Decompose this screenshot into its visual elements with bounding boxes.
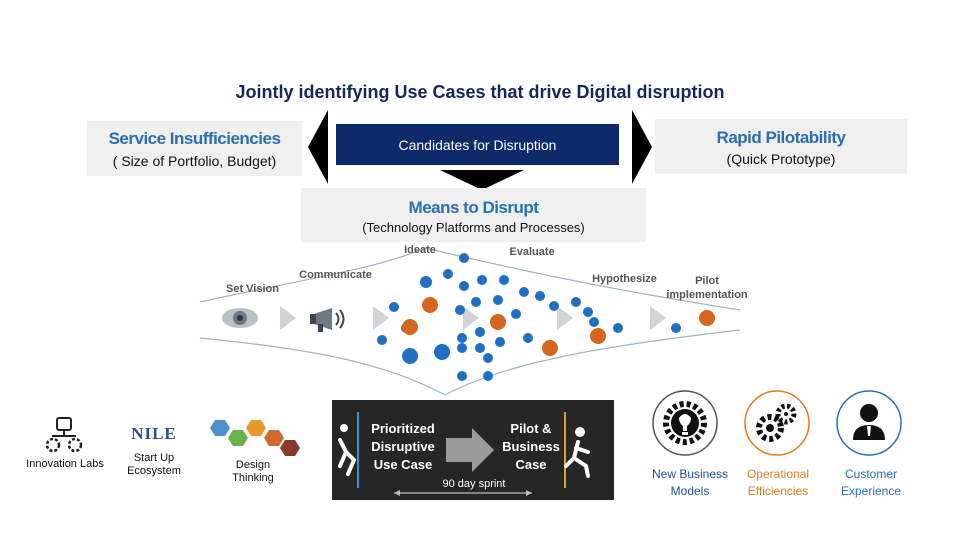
customer-experience-icon: [836, 390, 902, 456]
means-heading: Means to Disrupt: [408, 198, 539, 217]
idea-dot: [699, 310, 715, 326]
design-thinking-icon: [210, 420, 300, 456]
idea-dot: [477, 275, 487, 285]
sprint-duration-label: 90 day sprint: [424, 478, 524, 490]
funnel-bottom-curve: [199, 329, 741, 396]
runner-right-icon: [564, 427, 590, 478]
stage-chevron: [557, 306, 573, 330]
stage-chevron: [373, 306, 389, 330]
sprint-arrow-icon: [446, 428, 494, 472]
eye-icon: [222, 308, 258, 328]
idea-dot: [590, 328, 606, 344]
idea-dot: [542, 340, 558, 356]
stage-chevron: [650, 306, 666, 330]
right-arrow-shape: [632, 110, 652, 184]
innovation-funnel: [199, 247, 741, 396]
idea-dot: [583, 307, 593, 317]
funnel-top-curve: [199, 247, 741, 311]
rapid-pilotability-sub: (Quick Prototype): [726, 151, 836, 167]
candidates-box: Candidates for Disruption: [336, 124, 619, 165]
idea-dot: [457, 333, 467, 343]
stage-pilot-implementation: Pilot implementation: [666, 275, 748, 301]
idea-dot: [613, 323, 623, 333]
sprint-duration-arrow: [394, 490, 532, 496]
stage-hypothesize: Hypothesize: [592, 273, 657, 285]
stage-chevron: [463, 306, 479, 330]
megaphone-icon: [310, 308, 345, 332]
idea-dot: [422, 297, 438, 313]
operational-efficiencies-icon: [744, 390, 810, 456]
idea-dot: [519, 287, 529, 297]
idea-dot: [493, 295, 503, 305]
means-sub: (Technology Platforms and Processes): [362, 220, 585, 235]
idea-dot: [420, 276, 432, 288]
runner-left-icon: [338, 424, 357, 476]
idea-dot: [459, 253, 469, 263]
design-thinking-label: Design Thinking: [232, 459, 274, 484]
stage-chevron: [280, 306, 296, 330]
sprint-panel: Prioritized Disruptive Use Case Pilot & …: [332, 400, 614, 500]
new-business-models-label: New Business Models: [651, 467, 729, 498]
stage-communicate: Communicate: [299, 269, 372, 281]
means-to-disrupt-box: Means to Disrupt (Technology Platforms a…: [301, 188, 646, 242]
innovation-labs-label: Innovation Labs: [26, 458, 104, 470]
idea-dots: [377, 253, 715, 381]
service-insufficiencies-heading: Service Insufficiencies: [108, 129, 281, 148]
idea-dot: [389, 302, 399, 312]
idea-dot: [377, 335, 387, 345]
idea-dot: [671, 323, 681, 333]
idea-dot: [402, 319, 418, 335]
idea-dot: [589, 317, 599, 327]
idea-dot: [471, 297, 481, 307]
idea-dot: [443, 269, 453, 279]
idea-dot: [475, 327, 485, 337]
idea-dot: [511, 309, 521, 319]
stage-set-vision: Set Vision: [226, 283, 279, 295]
idea-dot: [523, 333, 533, 343]
stage-ideate: Ideate: [404, 244, 436, 256]
service-insufficiencies-box: Service Insufficiencies ( Size of Portfo…: [87, 121, 302, 176]
left-arrow-shape: [308, 110, 328, 184]
idea-dot: [549, 301, 559, 311]
idea-dot: [490, 314, 506, 330]
stage-evaluate: Evaluate: [509, 246, 555, 258]
sprint-graphics: [338, 412, 590, 496]
idea-dot: [459, 281, 469, 291]
rapid-pilotability-heading: Rapid Pilotability: [716, 128, 846, 147]
idea-dot: [483, 353, 493, 363]
operational-efficiencies-label: Operational Efficiencies: [746, 467, 810, 498]
prioritized-use-case-text: Prioritized Disruptive Use Case: [371, 421, 435, 472]
down-arrow-shape: [440, 170, 524, 190]
service-insufficiencies-sub: ( Size of Portfolio, Budget): [112, 153, 277, 169]
startup-ecosystem-label: Start Up Ecosystem: [127, 452, 181, 477]
stage-chevrons: [280, 306, 666, 330]
nile-logo: NILE: [131, 424, 177, 443]
innovation-labs-icon: [45, 417, 83, 453]
idea-dot: [455, 305, 465, 315]
customer-experience-label: Customer Experience: [840, 467, 902, 498]
idea-dot: [495, 337, 505, 347]
pilot-business-case-text: Pilot & Business Case: [502, 421, 560, 472]
idea-dot: [571, 297, 581, 307]
arrows-graphic: [308, 110, 652, 190]
idea-dot: [475, 343, 485, 353]
page-title: Jointly identifying Use Cases that drive…: [235, 82, 725, 102]
idea-dot: [402, 348, 418, 364]
rapid-pilotability-box: Rapid Pilotability (Quick Prototype): [655, 119, 907, 174]
idea-dot: [499, 275, 509, 285]
idea-dot: [457, 343, 467, 353]
new-business-models-icon: [652, 390, 718, 456]
idea-dot: [535, 291, 545, 301]
idea-dot: [457, 371, 467, 381]
idea-dot: [483, 371, 493, 381]
idea-dot: [434, 344, 450, 360]
